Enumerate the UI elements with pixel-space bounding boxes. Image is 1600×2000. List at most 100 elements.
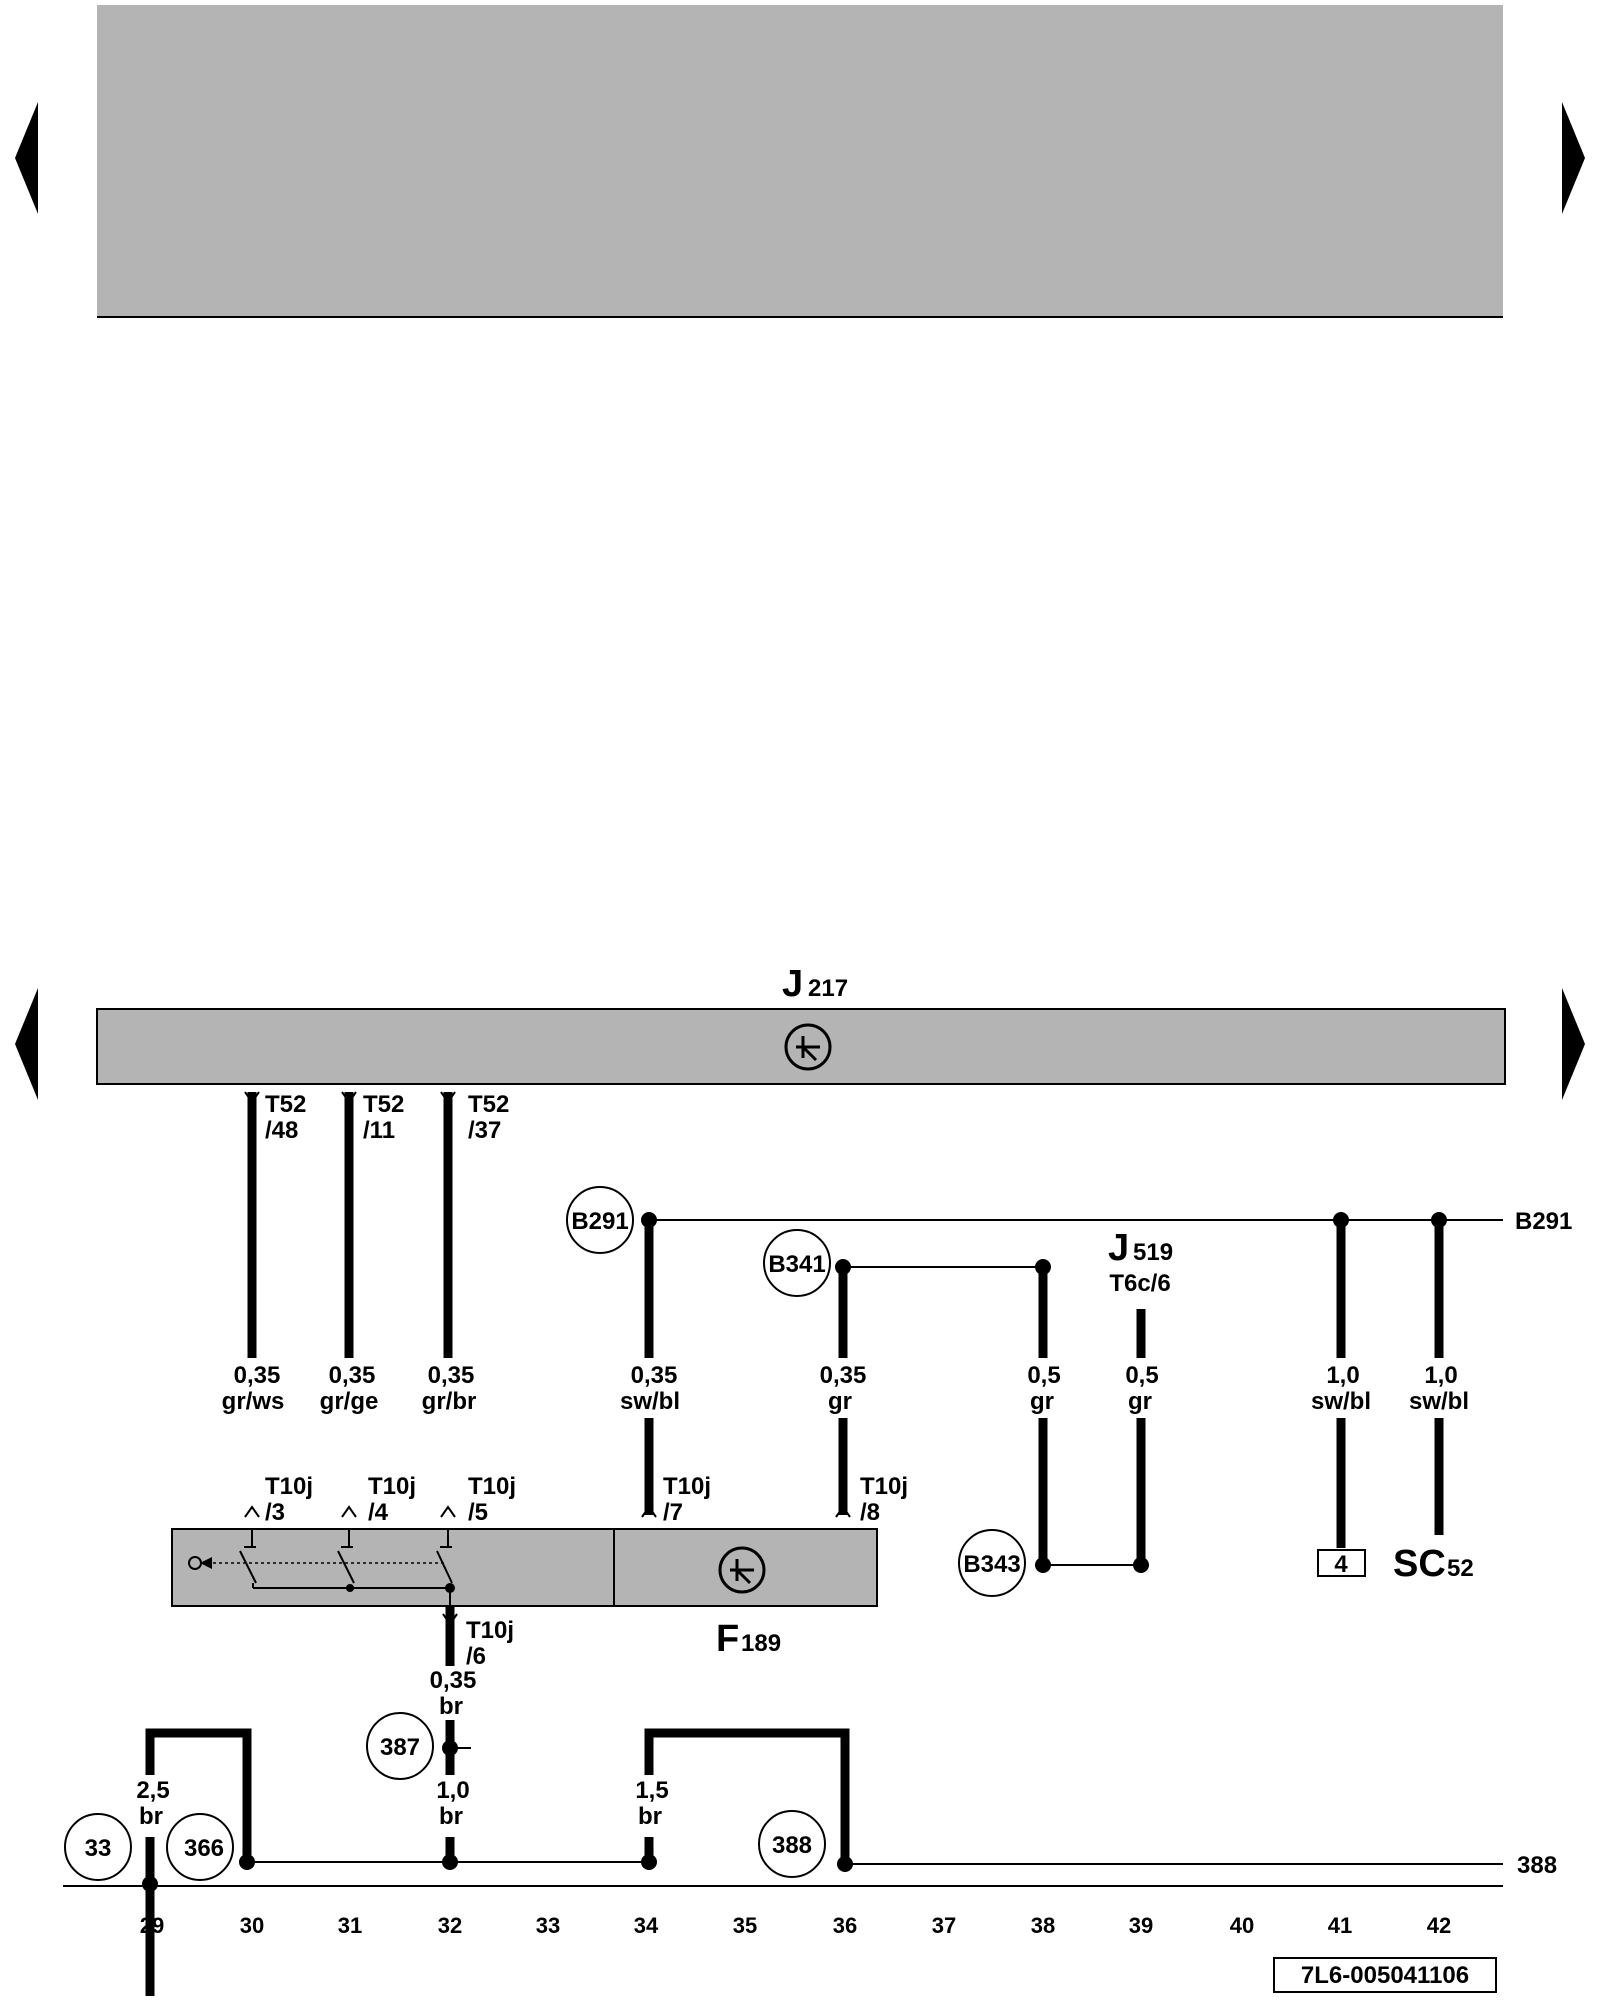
- svg-text:/37: /37: [468, 1117, 501, 1144]
- connector-t10j-5: T10j /5: [440, 1473, 516, 1526]
- wire-spec-label: 0,5 gr: [1116, 1358, 1166, 1418]
- column-number: 32: [438, 1913, 462, 1938]
- column-number: 29: [140, 1913, 164, 1938]
- connector-t10j-3: T10j /3: [244, 1473, 313, 1526]
- connector-t10j-6: T10j /6: [442, 1613, 514, 1670]
- component-j519: J 519 T6c/6: [1108, 1227, 1173, 1297]
- svg-text:br: br: [439, 1693, 463, 1720]
- svg-text:/4: /4: [368, 1499, 389, 1526]
- column-number: 36: [833, 1913, 857, 1938]
- svg-text:2,5: 2,5: [136, 1777, 169, 1804]
- svg-text:0,35: 0,35: [631, 1362, 678, 1389]
- j217-label: J: [782, 963, 803, 1005]
- svg-text:T10j: T10j: [466, 1617, 514, 1644]
- svg-text:T52: T52: [363, 1091, 404, 1118]
- f189-control-box: [613, 1528, 878, 1607]
- svg-text:0,35: 0,35: [329, 1362, 376, 1389]
- junction-dot: [641, 1854, 657, 1870]
- component-j217: J 217: [96, 963, 1506, 1085]
- svg-text:T10j: T10j: [663, 1473, 711, 1500]
- previous-page-icon[interactable]: [15, 988, 38, 1100]
- node-387: 387: [366, 1712, 434, 1780]
- node-b343: B343: [958, 1529, 1026, 1597]
- svg-text:/8: /8: [860, 1499, 880, 1526]
- svg-text:SC: SC: [1393, 1543, 1446, 1585]
- junction-dot: [1035, 1557, 1051, 1573]
- svg-text:519: 519: [1133, 1239, 1173, 1266]
- svg-text:/3: /3: [265, 1499, 285, 1526]
- svg-text:br: br: [439, 1803, 463, 1830]
- svg-text:366: 366: [184, 1835, 224, 1862]
- control-unit-icon: [718, 1546, 766, 1594]
- connector-t10j-4: T10j /4: [341, 1473, 416, 1526]
- svg-text:1,5: 1,5: [635, 1777, 668, 1804]
- svg-text:0,35: 0,35: [428, 1362, 475, 1389]
- junction-dot: [442, 1854, 458, 1870]
- wire-spec-label: 1,0 sw/bl: [1408, 1358, 1470, 1418]
- fuse-sc52: SC 52: [1393, 1543, 1474, 1585]
- svg-text:sw/bl: sw/bl: [620, 1388, 680, 1415]
- svg-text:B341: B341: [768, 1251, 825, 1278]
- switch-contacts-icon: [188, 1529, 455, 1606]
- svg-text:sw/bl: sw/bl: [1409, 1388, 1469, 1415]
- junction-dot: [837, 1856, 853, 1872]
- wire-spec-label: 1,5 br: [628, 1775, 672, 1837]
- svg-text:gr/ws: gr/ws: [222, 1388, 285, 1415]
- wire-spec-label: 0,5 gr: [1018, 1358, 1068, 1418]
- column-number: 30: [240, 1913, 264, 1938]
- svg-text:gr/ge: gr/ge: [320, 1388, 379, 1415]
- wire-spec-label: 0,35 gr/ws: [222, 1358, 285, 1418]
- svg-text:gr: gr: [1030, 1388, 1054, 1415]
- connector-t10j-7: T10j /7: [641, 1473, 711, 1526]
- diagram-code: 7L6-005041106: [1301, 1962, 1469, 1989]
- svg-text:gr: gr: [1128, 1388, 1152, 1415]
- svg-text:387: 387: [380, 1734, 420, 1761]
- connector-t52-37: T52 /37: [440, 1091, 509, 1144]
- svg-text:/7: /7: [663, 1499, 683, 1526]
- previous-page-icon[interactable]: [15, 102, 38, 214]
- diagram-code-box: 7L6-005041106: [1273, 1957, 1497, 1993]
- svg-text:B343: B343: [963, 1551, 1020, 1578]
- svg-text:/48: /48: [265, 1117, 298, 1144]
- wire-spec-label: 0,35 gr: [812, 1358, 874, 1418]
- wire-spec-label: 2,5 br: [130, 1775, 174, 1837]
- svg-text:gr/br: gr/br: [422, 1388, 477, 1415]
- column-number: 40: [1230, 1913, 1254, 1938]
- svg-text:T10j: T10j: [860, 1473, 908, 1500]
- column-number: 38: [1031, 1913, 1055, 1938]
- f189-sub-label: 189: [741, 1630, 781, 1657]
- svg-text:0,5: 0,5: [1027, 1362, 1060, 1389]
- svg-text:0,35: 0,35: [234, 1362, 281, 1389]
- svg-text:T52: T52: [468, 1091, 509, 1118]
- svg-text:33: 33: [85, 1835, 112, 1862]
- wire-spec-label: 0,35 gr/br: [418, 1358, 480, 1418]
- svg-text:gr: gr: [828, 1388, 852, 1415]
- svg-text:br: br: [638, 1803, 662, 1830]
- column-number: 34: [634, 1913, 659, 1938]
- next-page-icon[interactable]: [1562, 102, 1585, 214]
- column-number: 31: [338, 1913, 362, 1938]
- column-number: 41: [1328, 1913, 1352, 1938]
- svg-text:/5: /5: [468, 1499, 488, 1526]
- node-388-continuation-ref: 388: [1517, 1852, 1557, 1879]
- node-388: 388: [758, 1810, 826, 1878]
- column-number: 33: [536, 1913, 560, 1938]
- f189-switch-box: [171, 1528, 615, 1607]
- wire-spec-label: 1,0 sw/bl: [1310, 1358, 1372, 1418]
- svg-text:/11: /11: [363, 1117, 395, 1144]
- svg-text:1,0: 1,0: [1326, 1362, 1359, 1389]
- wire-spec-label: 0,35 gr/ge: [318, 1358, 380, 1418]
- junction-dot: [239, 1854, 255, 1870]
- svg-text:0,35: 0,35: [430, 1667, 477, 1694]
- svg-text:4: 4: [1334, 1551, 1348, 1578]
- component-f189: F 189: [171, 1528, 878, 1660]
- svg-text:J: J: [1108, 1227, 1129, 1269]
- next-page-icon[interactable]: [1562, 988, 1585, 1100]
- svg-text:1,0: 1,0: [436, 1777, 469, 1804]
- node-33: 33: [64, 1813, 132, 1881]
- svg-text:T10j: T10j: [265, 1473, 313, 1500]
- svg-text:B291: B291: [571, 1208, 628, 1235]
- svg-text:1,0: 1,0: [1424, 1362, 1457, 1389]
- svg-text:52: 52: [1447, 1555, 1474, 1582]
